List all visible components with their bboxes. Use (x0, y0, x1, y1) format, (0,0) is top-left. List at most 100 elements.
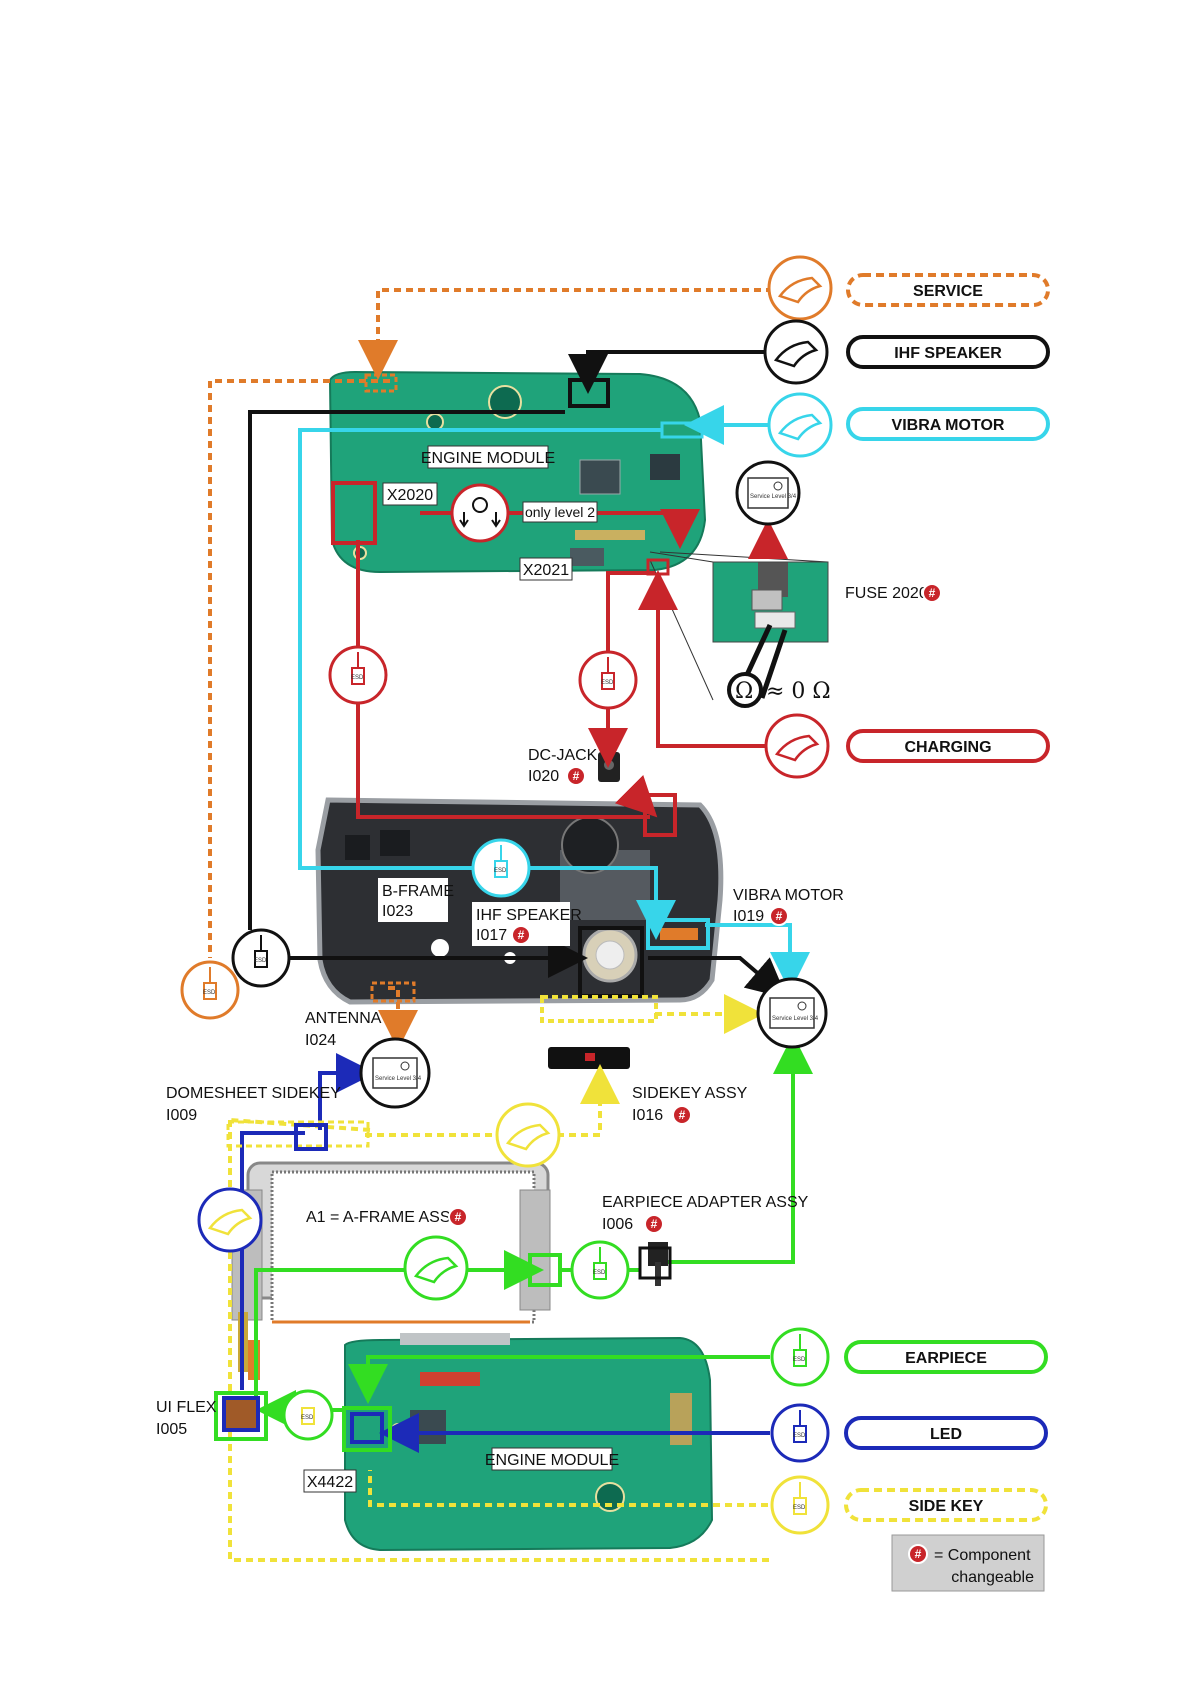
label-earpiece-adapter: EARPIECE ADAPTER ASSY (602, 1194, 809, 1211)
label-domesheet-sidekey: DOMESHEET SIDEKEY (166, 1085, 341, 1102)
label-sidekey-assy-code: I016 (632, 1107, 663, 1124)
esd-icon: ESD (770, 1327, 830, 1387)
ihf-speaker-component (582, 927, 638, 983)
svg-text:ESD: ESD (351, 675, 364, 681)
service-pill: SERVICE (846, 273, 1050, 307)
ihf-speaker-lines (248, 350, 788, 999)
label-ui-flex: UI FLEX (156, 1399, 217, 1416)
svg-text:#: # (776, 909, 783, 923)
changeable-badge-icon: # (566, 766, 586, 786)
highlight-boxes (214, 373, 710, 1452)
esd-icon: ESD (770, 1403, 830, 1463)
label-dc-jack-code: I020 (528, 768, 559, 785)
esd-icon: ESD (578, 650, 638, 710)
svg-text:I023: I023 (382, 903, 413, 920)
svg-text:X2020: X2020 (387, 487, 433, 504)
label-domesheet-sidekey-code: I009 (166, 1107, 197, 1124)
changeable-badge-icon: # (644, 1214, 664, 1234)
svg-text:ENGINE MODULE: ENGINE MODULE (485, 1452, 619, 1469)
svg-text:Service Level 3/4: Service Level 3/4 (375, 1076, 422, 1082)
svg-text:Service Level 3/4: Service Level 3/4 (750, 494, 797, 500)
label-dc-jack: DC-JACK (528, 747, 598, 764)
esd-icon: ESD (471, 838, 531, 898)
ihf-speaker-pill: IHF SPEAKER (846, 335, 1050, 369)
label-only-level-2: only level 2 (522, 501, 598, 523)
changeable-badge-icon: # (511, 925, 531, 945)
dc-jack-component (598, 752, 620, 782)
engine-module-top-board (328, 370, 707, 574)
label-earpiece-adapter-code: I006 (602, 1216, 633, 1233)
svg-text:#: # (929, 586, 936, 600)
label-x2021: X2021 (519, 557, 573, 581)
svg-text:#: # (518, 928, 525, 942)
ohm-reading: Ω ≈ 0 Ω (727, 672, 831, 708)
engine-module-bottom-board (344, 1333, 714, 1552)
changeable-badge-icon: # (448, 1207, 468, 1227)
label-antenna: ANTENNA (305, 1010, 382, 1027)
svg-text:IHF SPEAKER: IHF SPEAKER (476, 907, 582, 924)
legend-line-1: = Component (934, 1547, 1031, 1564)
changeable-badge-icon (908, 1544, 928, 1564)
label-ui-flex-code: I005 (156, 1421, 187, 1438)
fuse-zoom-inset (649, 551, 829, 701)
led-pill: LED (844, 1416, 1048, 1450)
label-a1-aframe: A1 = A-FRAME ASSY (306, 1209, 462, 1226)
svg-text:ESD: ESD (793, 1505, 806, 1511)
label-b-frame: B-FRAME I023 (378, 878, 454, 922)
svg-text:Service Level 3/4: Service Level 3/4 (772, 1016, 819, 1022)
svg-text:SERVICE: SERVICE (913, 283, 983, 300)
svg-text:ESD: ESD (793, 1357, 806, 1363)
service-box-icon: Service Level 3/4 (756, 977, 828, 1049)
svg-text:VIBRA MOTOR: VIBRA MOTOR (892, 417, 1005, 434)
label-x4422: X4422 (303, 1469, 357, 1493)
svg-text:#: # (915, 1547, 922, 1561)
svg-text:Ω: Ω (735, 679, 753, 704)
changeable-badge-icon: # (672, 1105, 692, 1125)
service-lines (208, 288, 773, 1050)
svg-text:ENGINE MODULE: ENGINE MODULE (421, 450, 555, 467)
label-engine-module-bottom: ENGINE MODULE (485, 1447, 619, 1471)
svg-text:≈ 0 Ω: ≈ 0 Ω (766, 679, 831, 704)
service-box-icon: Service Level 3/4 (735, 460, 801, 526)
changeable-badge-icon: # (922, 583, 942, 603)
svg-text:#: # (455, 1210, 462, 1224)
svg-text:ESD: ESD (203, 990, 216, 996)
service-box-icon: Service Level 3/4 (359, 1037, 431, 1109)
svg-text:ESD: ESD (593, 1270, 606, 1276)
label-antenna-code: I024 (305, 1032, 336, 1049)
svg-text:only level 2: only level 2 (525, 504, 595, 520)
ihf-speaker-hand-icon (763, 319, 829, 385)
sidekey-assy-component (548, 1047, 630, 1069)
a-frame-board (231, 1161, 551, 1380)
svg-text:IHF SPEAKER: IHF SPEAKER (894, 345, 1002, 362)
vibra-motor-component (660, 928, 698, 940)
svg-text:#: # (651, 1217, 658, 1231)
charging-pill: CHARGING (846, 729, 1050, 763)
side-key-pill: SIDE KEY (844, 1488, 1048, 1522)
svg-text:LED: LED (930, 1426, 962, 1443)
svg-text:CHARGING: CHARGING (904, 739, 991, 756)
esd-icon: ESD (282, 1389, 334, 1441)
ohm-meter-icon (450, 483, 510, 543)
svg-text:X2021: X2021 (523, 562, 569, 579)
esd-icon: ESD (328, 645, 388, 705)
svg-text:ESD: ESD (793, 1433, 806, 1439)
svg-text:ESD: ESD (301, 1415, 314, 1421)
esd-icon: ESD (770, 1475, 830, 1535)
svg-text:X4422: X4422 (307, 1474, 353, 1491)
svg-text:ESD: ESD (494, 868, 507, 874)
changeable-badge-icon: # (769, 906, 789, 926)
service-hand-icon (767, 255, 833, 321)
svg-text:B-FRAME: B-FRAME (382, 883, 454, 900)
svg-text:EARPIECE: EARPIECE (905, 1350, 987, 1367)
label-vibra-motor: VIBRA MOTOR (733, 887, 844, 904)
svg-text:#: # (679, 1108, 686, 1122)
esd-icon: ESD (231, 928, 291, 988)
vibra-motor-lines (298, 405, 810, 992)
legend-box: # = Component changeable (891, 1534, 1045, 1592)
led-lines (240, 1053, 770, 1453)
label-fuse-2020: FUSE 2020 (845, 585, 928, 602)
label-vibra-motor-code: I019 (733, 908, 764, 925)
label-engine-module-top: ENGINE MODULE (421, 445, 555, 469)
